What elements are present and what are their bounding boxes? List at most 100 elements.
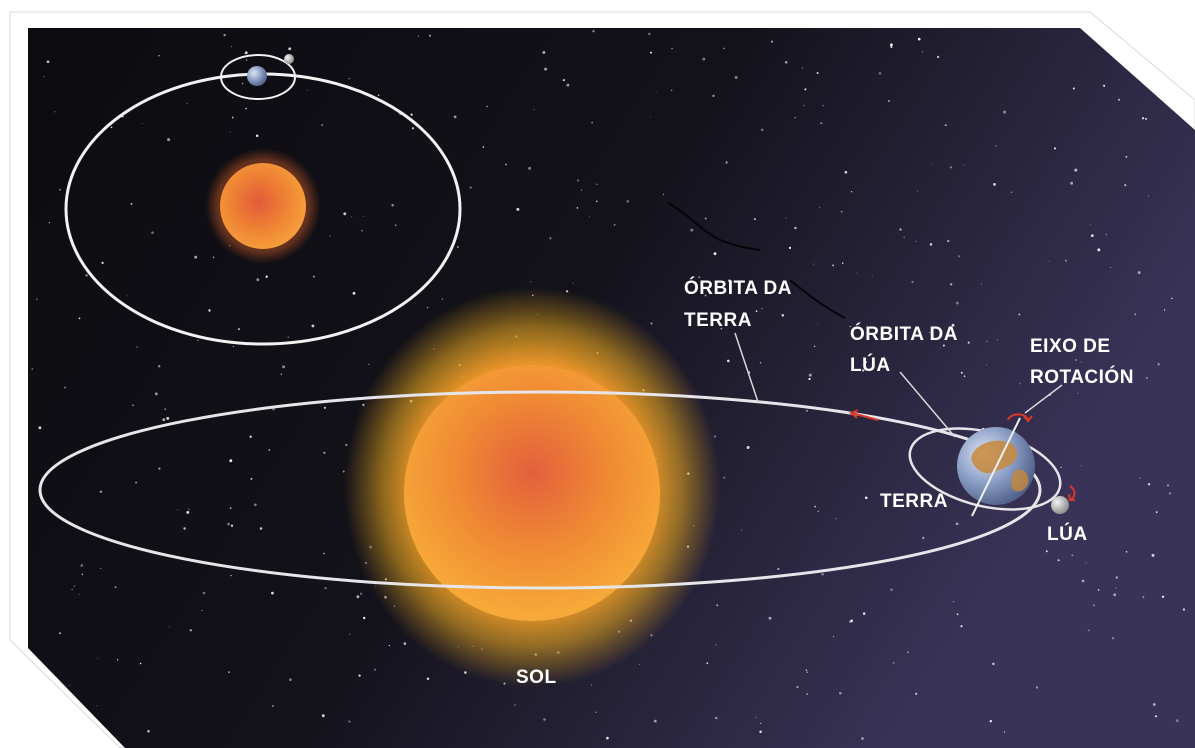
star: [232, 346, 234, 348]
star: [59, 188, 62, 191]
star: [312, 275, 315, 278]
star: [78, 317, 81, 320]
star: [426, 306, 429, 309]
sun: [404, 365, 660, 621]
star: [245, 107, 247, 110]
star: [1103, 84, 1106, 87]
star: [784, 60, 788, 64]
star: [147, 729, 150, 733]
star: [1060, 466, 1062, 469]
star: [1145, 117, 1148, 120]
star: [230, 46, 232, 48]
star: [453, 115, 457, 119]
star: [850, 619, 853, 623]
star: [753, 218, 756, 221]
star: [168, 626, 170, 628]
star: [1163, 309, 1166, 311]
star: [817, 323, 819, 325]
moon: [1051, 496, 1069, 514]
star: [356, 595, 360, 599]
star: [995, 145, 997, 147]
star: [801, 67, 803, 69]
label-earth: TERRA: [880, 491, 948, 512]
star: [329, 235, 331, 237]
star: [358, 674, 361, 677]
star: [516, 207, 520, 211]
star: [980, 283, 982, 285]
star: [1035, 686, 1039, 689]
label-rotation-axis: EIXO DE ROTACIÓN: [1030, 336, 1134, 388]
star: [1085, 562, 1087, 564]
star: [228, 671, 230, 673]
star: [388, 644, 390, 647]
star: [265, 275, 268, 278]
star: [856, 272, 857, 273]
star: [715, 644, 717, 646]
star: [1155, 511, 1158, 514]
star: [410, 113, 413, 116]
star: [613, 223, 616, 226]
star: [890, 45, 893, 49]
star: [922, 536, 925, 540]
star: [201, 609, 203, 612]
star: [917, 37, 921, 41]
star: [890, 588, 893, 591]
star: [967, 341, 970, 344]
star: [590, 684, 592, 686]
star: [704, 294, 707, 297]
star: [746, 446, 750, 449]
star: [78, 594, 80, 596]
star: [130, 203, 133, 205]
star: [655, 91, 657, 93]
star: [1148, 195, 1150, 197]
star: [324, 586, 327, 590]
star: [861, 369, 865, 372]
star: [806, 671, 808, 673]
star: [194, 255, 198, 259]
star: [714, 716, 718, 720]
star: [670, 89, 673, 92]
star: [835, 518, 837, 520]
star: [760, 128, 764, 132]
earth-orbit: [38, 390, 1042, 590]
star: [255, 134, 259, 138]
star: [865, 361, 867, 364]
star: [1109, 267, 1111, 268]
star: [99, 490, 103, 493]
star: [759, 362, 762, 364]
star: [949, 166, 952, 169]
star: [1080, 465, 1082, 467]
star: [164, 408, 167, 410]
star: [114, 586, 117, 589]
star: [158, 55, 160, 57]
star: [944, 124, 947, 127]
star: [456, 246, 459, 248]
moon-direction-arrow: [1068, 485, 1076, 501]
star: [702, 57, 706, 61]
star: [725, 161, 728, 164]
star: [915, 692, 918, 695]
star: [514, 704, 516, 706]
star: [649, 51, 653, 54]
star: [231, 116, 234, 119]
leader-line-moon-orbit: [899, 371, 956, 438]
star: [1081, 579, 1085, 583]
star: [1003, 110, 1007, 114]
rotation-direction-arrow: [1007, 413, 1033, 423]
star: [804, 88, 807, 91]
star: [183, 527, 186, 530]
star: [947, 239, 950, 243]
star: [580, 189, 583, 191]
star: [592, 30, 595, 33]
star: [956, 613, 959, 616]
star: [349, 633, 351, 635]
star: [1157, 363, 1160, 366]
star: [391, 203, 394, 207]
star: [1161, 595, 1165, 598]
star: [850, 190, 853, 193]
inset-moon: [284, 54, 294, 64]
star: [1182, 608, 1186, 611]
inset-moon-orbit: [220, 54, 296, 100]
star: [698, 276, 701, 279]
star: [576, 207, 579, 209]
